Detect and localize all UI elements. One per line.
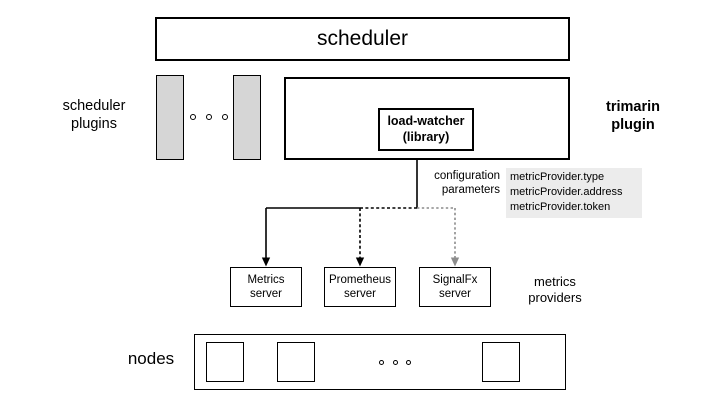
configuration-parameters-caption: configuration parameters (434, 170, 500, 197)
prometheus-server-label: Prometheus server (328, 273, 391, 300)
nodes-ellipsis-icon (379, 357, 411, 367)
scheduler-label: scheduler (316, 27, 409, 51)
prometheus-server-box (324, 267, 396, 307)
metrics-providers-label: metrics providers (528, 274, 582, 305)
ellipsis-dot (379, 359, 384, 365)
load-watcher-box (378, 108, 474, 151)
load-watcher-label: load-watcher (library) (387, 114, 465, 144)
metrics-server-box (230, 267, 302, 307)
trimarin-plugin-label: trimarin plugin (606, 99, 660, 133)
scheduler-box (155, 17, 570, 61)
node-box-2 (277, 342, 315, 382)
scheduler-plugin-box-2 (233, 75, 261, 160)
scheduler-plugins-ellipsis-icon (190, 112, 228, 122)
signalfx-server-label: SignalFx server (432, 273, 478, 300)
ellipsis-dot (206, 114, 212, 120)
node-box-3 (482, 342, 520, 382)
scheduler-plugins-label: scheduler plugins (62, 98, 126, 132)
metrics-server-label: Metrics server (247, 273, 285, 300)
nodes-label: nodes (127, 349, 175, 368)
scheduler-plugin-box-1 (156, 75, 184, 160)
ellipsis-dot (392, 359, 398, 365)
ellipsis-dot (222, 114, 228, 120)
ellipsis-dot (190, 114, 196, 120)
node-box-1 (206, 342, 244, 382)
configuration-parameters-values: metricProvider.type metricProvider.addre… (506, 168, 642, 218)
signalfx-server-box (419, 267, 491, 307)
ellipsis-dot (406, 359, 411, 365)
